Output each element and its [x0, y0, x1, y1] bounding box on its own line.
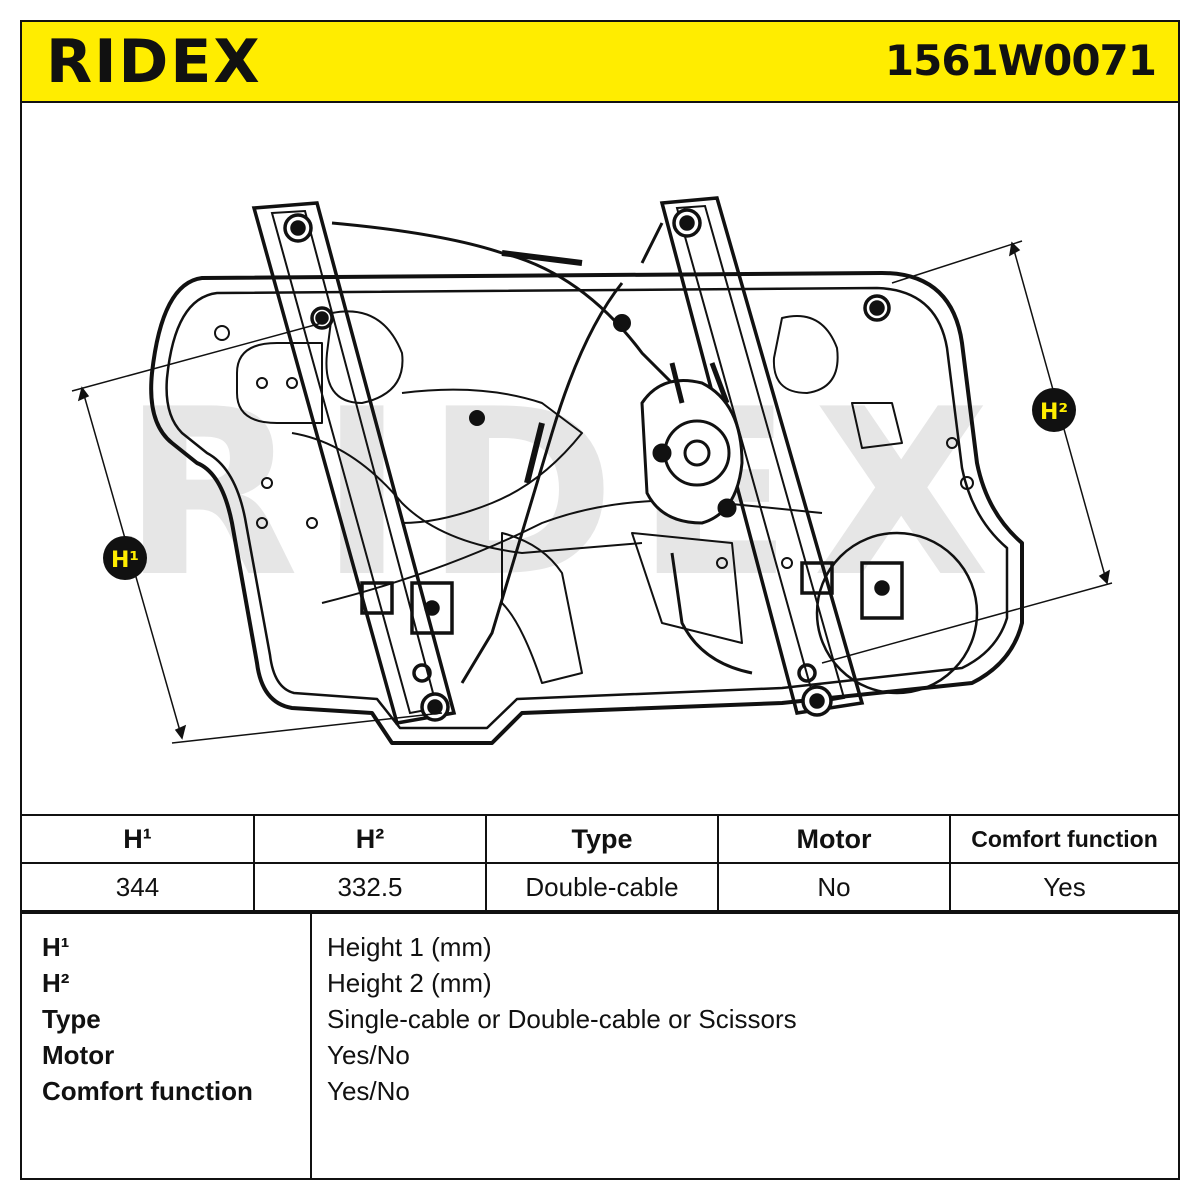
regulator-illustration: RIDEX	[71, 196, 1113, 745]
ridex-logo: RIDEX	[46, 27, 262, 96]
header-comfort-function: Comfort function	[949, 814, 1178, 864]
value-motor: No	[717, 862, 951, 912]
legend-value: Yes/No	[327, 1040, 410, 1070]
right-guide-rail	[659, 196, 904, 717]
value-comfort-function: Yes	[949, 862, 1178, 912]
mounting-holes	[214, 314, 974, 569]
legend: H¹ Height 1 (mm) H² Height 2 (mm) Type S…	[22, 912, 1178, 1180]
svg-text:RIDEX: RIDEX	[46, 27, 262, 96]
regulator-cables	[331, 221, 753, 684]
header-h2: H²	[253, 814, 487, 864]
product-sheet: RIDEX 1561W0071 RIDEX	[20, 20, 1180, 1180]
legend-key: H²	[42, 968, 70, 998]
legend-key: Comfort function	[42, 1076, 253, 1106]
dimension-h2	[821, 240, 1113, 664]
legend-value: Yes/No	[327, 1076, 410, 1106]
h1-marker: H¹	[103, 536, 147, 580]
spec-header-row: H¹ H² Type Motor Comfort function	[22, 814, 1178, 864]
spec-value-row: 344 332.5 Double-cable No Yes	[22, 862, 1178, 912]
watermark-logo: RIDEX	[122, 361, 1010, 628]
legend-value: Height 2 (mm)	[327, 968, 492, 998]
window-regulator-drawing: RIDEX	[22, 103, 1178, 814]
left-guide-rail	[251, 201, 457, 725]
legend-value: Single-cable or Double-cable or Scissors	[327, 1004, 797, 1034]
value-h1: 344	[22, 862, 255, 912]
header-h1: H¹	[22, 814, 255, 864]
value-h2: 332.5	[253, 862, 487, 912]
part-number: 1561W0071	[884, 36, 1157, 85]
legend-key: Type	[42, 1004, 101, 1034]
legend-key-column	[22, 914, 312, 1180]
spec-table: H¹ H² Type Motor Comfort function 344 33…	[22, 814, 1178, 912]
legend-value: Height 1 (mm)	[327, 932, 492, 962]
header-motor: Motor	[717, 814, 951, 864]
h2-marker: H²	[1032, 388, 1076, 432]
svg-text:H²: H²	[1040, 400, 1068, 425]
header-bar: RIDEX 1561W0071	[22, 22, 1178, 103]
header-type: Type	[485, 814, 719, 864]
legend-key: H¹	[42, 932, 70, 962]
legend-key: Motor	[42, 1040, 115, 1070]
value-type: Double-cable	[485, 862, 719, 912]
svg-text:H¹: H¹	[111, 548, 139, 573]
cable-drum-housing	[640, 362, 744, 525]
